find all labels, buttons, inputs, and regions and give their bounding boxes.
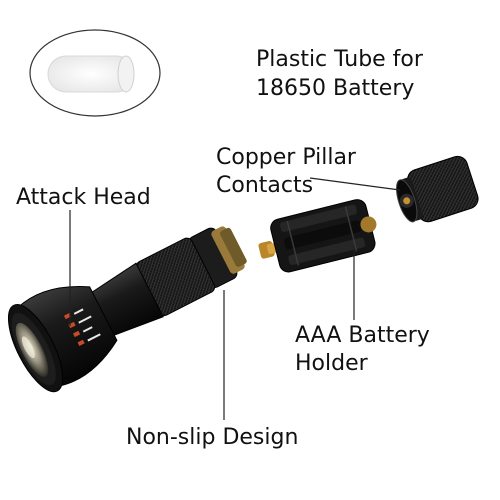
copper-pillar-leader [309,177,401,191]
plastic-tube-icon [29,29,161,117]
copper-pillar-label: Copper Pillar [216,145,356,170]
battery-holder-icon [258,199,377,273]
flashlight-body-icon [7,226,247,393]
copper-pillar-label-line2: Contacts [216,173,314,198]
plastic-tube-label-line2: 18650 Battery [256,76,415,101]
non-slip-label: Non-slip Design [126,425,299,450]
leader-lines [69,177,401,420]
aaa-holder-label-line2: Holder [295,351,368,376]
plastic-tube-label: Plastic Tube for [256,47,423,72]
attack-head-label: Attack Head [16,185,151,210]
tail-cap-icon [396,155,479,223]
aaa-holder-label: AAA Battery [295,323,430,348]
